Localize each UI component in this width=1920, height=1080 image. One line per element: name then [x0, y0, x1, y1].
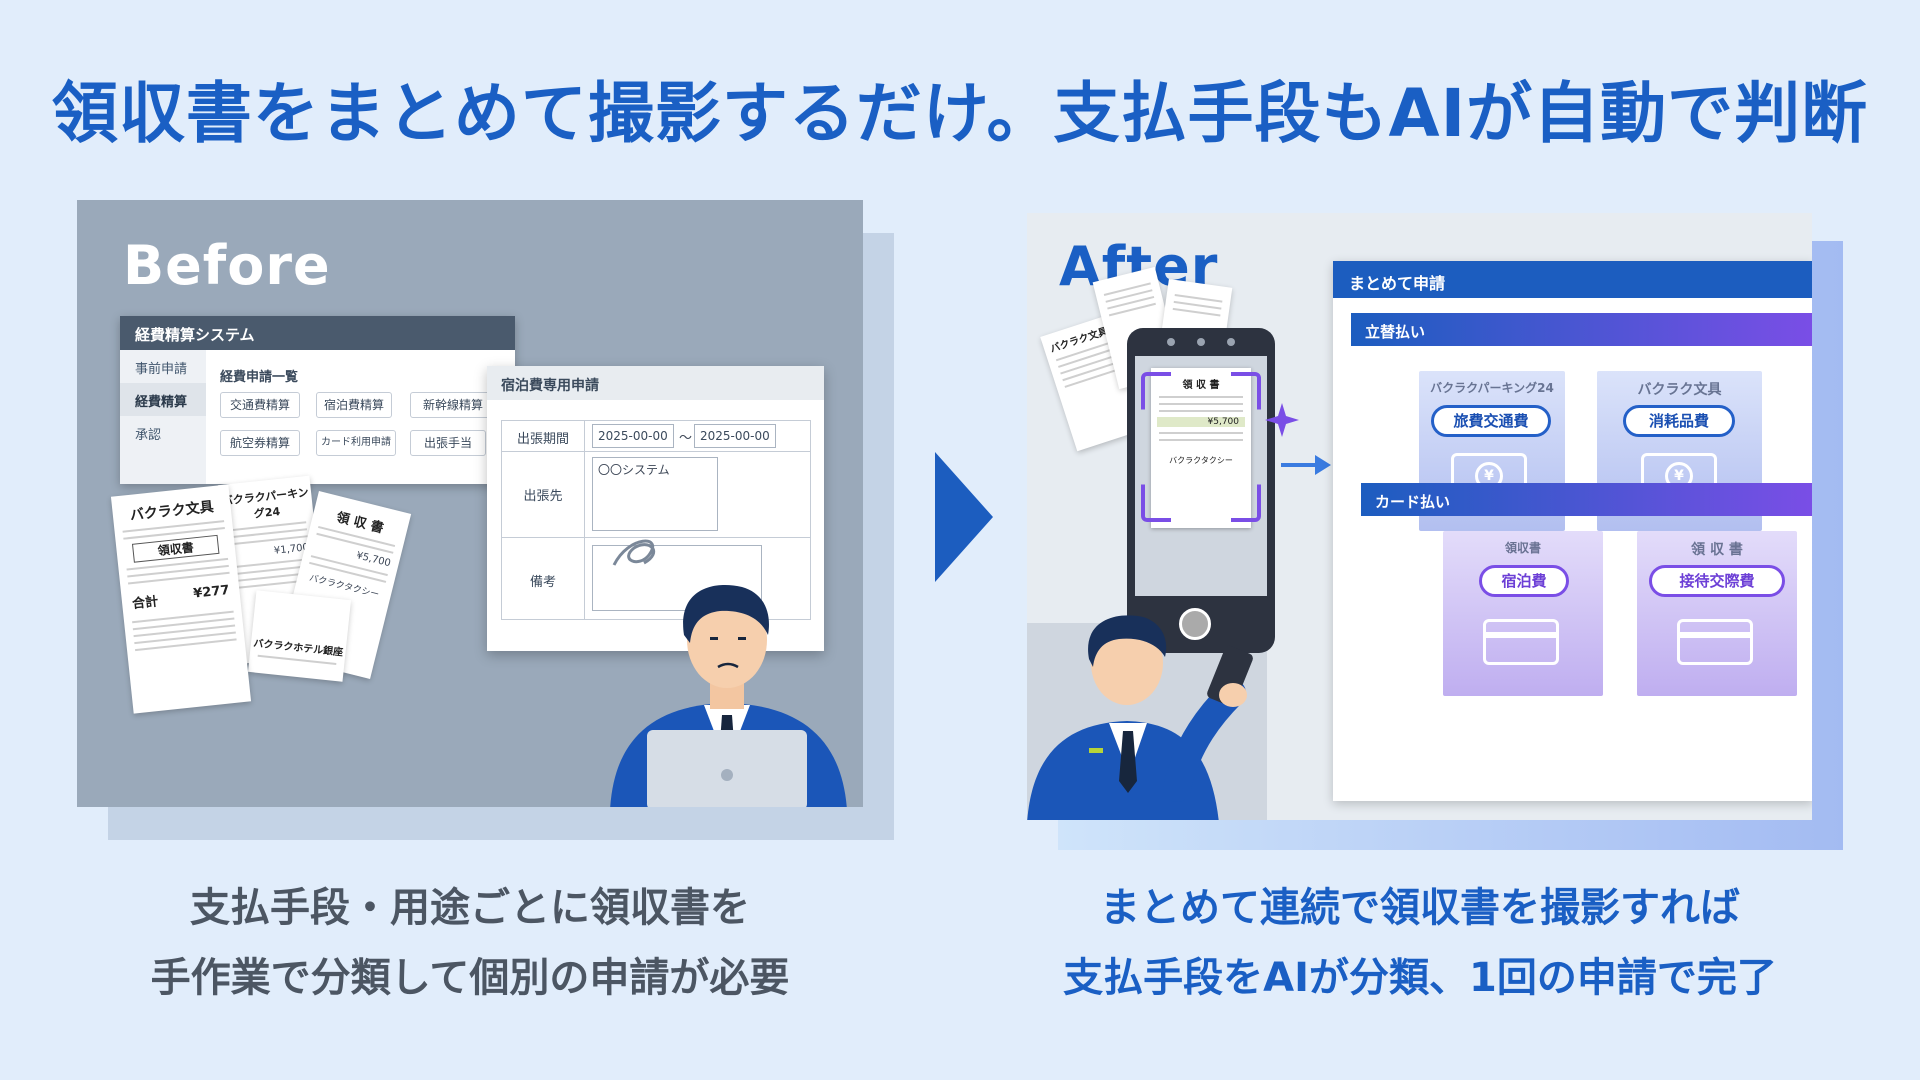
card-payment-group-header: カード払い	[1361, 483, 1812, 516]
lodging-expense-button[interactable]: 宿泊費精算	[316, 392, 392, 418]
businessman-scanning-illustration	[1027, 615, 1253, 820]
receipt-stationery-total: ¥277	[192, 582, 231, 602]
flash-icon	[1197, 338, 1205, 346]
receipt-parking-name: バクラクパーキング24	[221, 485, 310, 521]
sidebar-item-expense[interactable]: 経費精算	[120, 383, 206, 416]
category-supplies-badge: 消耗品費	[1623, 405, 1735, 437]
before-label: Before	[123, 234, 331, 297]
before-description-line1: 支払手段・用途ごとに領収書を	[190, 885, 750, 931]
after-description-line1: まとめて連続で領収書を撮影すれば	[1100, 885, 1740, 931]
sidebar-item-approval[interactable]: 承認	[135, 428, 162, 443]
flow-arrow-icon	[1281, 455, 1331, 475]
smartphone-camera: 領 収 書 ¥5,700 バクラクタクシー	[1127, 328, 1275, 653]
expense-system-sidebar: 事前申請 経費精算 承認	[120, 350, 206, 484]
category-lodging-badge: 宿泊費	[1479, 565, 1569, 597]
card-entertainment[interactable]: 領 収 書 接待交際費	[1637, 531, 1797, 696]
receipt-hotel: バクラクホテル銀座	[247, 590, 352, 682]
transport-expense-button[interactable]: 交通費精算	[220, 392, 300, 418]
business-trip-allowance-button[interactable]: 出張手当	[410, 430, 486, 456]
receipt-stationery-heading: 領収書	[131, 534, 220, 563]
shutter-button[interactable]	[1179, 608, 1211, 640]
card-parking-store: バクラクパーキング24	[1430, 381, 1554, 395]
sidebar-item-pre-application[interactable]: 事前申請	[135, 362, 188, 377]
scanned-receipt: 領 収 書 ¥5,700 バクラクタクシー	[1151, 368, 1251, 528]
card-stationery-store: バクラク文具	[1637, 382, 1722, 398]
lodging-application-title: 宿泊費専用申請	[487, 366, 824, 400]
receipt-stationery: バクラク文具 領収書 合計 ¥277	[110, 484, 252, 714]
notes-label: 備考	[529, 575, 556, 590]
card-usage-button[interactable]: カード利用申請	[316, 430, 396, 456]
after-panel: After バクラク文具 領 収 書 ¥5,700 バクラクタクシー	[1027, 213, 1812, 820]
settings-icon	[1227, 338, 1235, 346]
scan-frame	[1141, 372, 1261, 522]
scanned-receipt-name: バクラクタクシー	[1169, 456, 1233, 465]
application-list-title: 経費申請一覧	[220, 370, 299, 385]
camera-viewfinder: 領 収 書 ¥5,700 バクラクタクシー	[1135, 356, 1267, 596]
date-separator: 〜	[679, 431, 693, 446]
headline: 領収書をまとめて撮影するだけ。支払手段もAIが自動で判断	[51, 75, 1869, 152]
before-description-line2: 手作業で分類して個別の申請が必要	[150, 955, 790, 1001]
destination-input[interactable]: 〇〇システム	[592, 457, 718, 531]
date-to-input[interactable]: 2025-00-00	[694, 424, 776, 448]
businessman-frustrated-illustration	[610, 584, 847, 807]
camera-lens-icon	[1167, 338, 1175, 346]
before-panel: Before 経費精算システム 事前申請 経費精算 承認 経費申請一覧 交通費精…	[77, 200, 863, 807]
card-entertainment-store: 領 収 書	[1691, 542, 1743, 558]
reimbursement-group-header: 立替払い	[1351, 313, 1812, 346]
receipt-stationery-total-label: 合計	[131, 594, 159, 613]
credit-card-icon	[1677, 619, 1753, 665]
credit-card-icon	[1483, 619, 1559, 665]
scribble-icon	[612, 539, 656, 566]
after-description: まとめて連続で領収書を撮影すれば 支払手段をAIが分類、1回の申請で完了	[1000, 873, 1840, 1013]
expense-system-window: 経費精算システム 事前申請 経費精算 承認 経費申請一覧 交通費精算 宿泊費精算…	[120, 316, 515, 484]
after-description-line2: 支払手段をAIが分類、1回の申請で完了	[1063, 955, 1777, 1001]
expense-system-title: 経費精算システム	[120, 316, 515, 350]
lodging-application-window: 宿泊費専用申請 出張期間 2025-00-00 〜 2025-00-00 出張先…	[487, 366, 824, 651]
date-from-input[interactable]: 2025-00-00	[592, 424, 674, 448]
bulk-application-title: まとめて申請	[1333, 261, 1812, 298]
bulk-application-window: まとめて申請 立替払い バクラクパーキング24 旅費交通費 ¥ バクラク文具 消…	[1333, 261, 1812, 801]
period-label: 出張期間	[516, 432, 569, 447]
category-travel-badge: 旅費交通費	[1431, 405, 1551, 437]
scanned-receipt-title: 領 収 書	[1182, 380, 1220, 391]
airfare-expense-button[interactable]: 航空券精算	[220, 430, 300, 456]
destination-label: 出張先	[523, 489, 563, 504]
sparkle-icon	[1265, 403, 1299, 437]
lodging-form: 出張期間 2025-00-00 〜 2025-00-00 出張先 〇〇システム …	[501, 420, 811, 620]
notes-input[interactable]	[592, 539, 762, 611]
card-hotel[interactable]: 領収書 宿泊費	[1443, 531, 1603, 696]
category-entertainment-badge: 接待交際費	[1649, 565, 1785, 597]
before-after-arrow-icon	[935, 452, 993, 582]
card-hotel-store: 領収書	[1504, 541, 1541, 555]
scanned-receipt-total: ¥5,700	[1157, 417, 1245, 427]
before-description: 支払手段・用途ごとに領収書を 手作業で分類して個別の申請が必要	[77, 873, 863, 1013]
shinkansen-expense-button[interactable]: 新幹線精算	[410, 392, 496, 418]
